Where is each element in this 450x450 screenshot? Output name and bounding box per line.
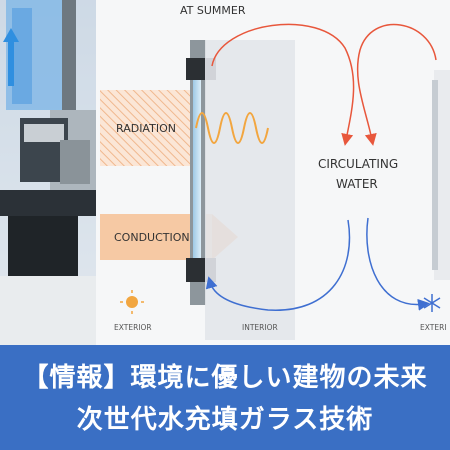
circulating-label-2: WATER (336, 177, 378, 191)
water-window (186, 40, 295, 340)
building-photo (0, 0, 96, 345)
cold-flow-arrow (205, 219, 351, 311)
hot-flow-arrow-right (356, 23, 437, 146)
hot-flow-arrow (211, 23, 355, 146)
radiation-wave (195, 112, 269, 144)
header-label: AT SUMMER (180, 4, 246, 17)
up-arrow-icon (3, 28, 19, 86)
circulating-label-1: CIRCULATING (318, 157, 398, 171)
banner-title-line-1: 【情報】環境に優しい建物の未来 (22, 363, 428, 393)
exterior-left-label: EXTERIOR (114, 323, 152, 332)
banner-title-line-2: 次世代水充填ガラス技術 (76, 405, 374, 435)
radiation-block: RADIATION (100, 90, 198, 166)
exterior-right-label: EXTERI (420, 323, 447, 332)
cold-flow-arrow-right (366, 217, 430, 311)
snowflake-icon (423, 294, 441, 312)
conduction-label: CONDUCTION (114, 231, 190, 244)
radiation-label: RADIATION (116, 122, 176, 135)
interior-label: INTERIOR (242, 323, 278, 332)
sun-icon (120, 290, 144, 314)
right-window (432, 70, 450, 280)
diagram-area: AT SUMMER RADIATION CONDUCTION EXTERIOR (0, 0, 450, 345)
title-banner: 【情報】環境に優しい建物の未来 次世代水充填ガラス技術 (0, 345, 450, 450)
